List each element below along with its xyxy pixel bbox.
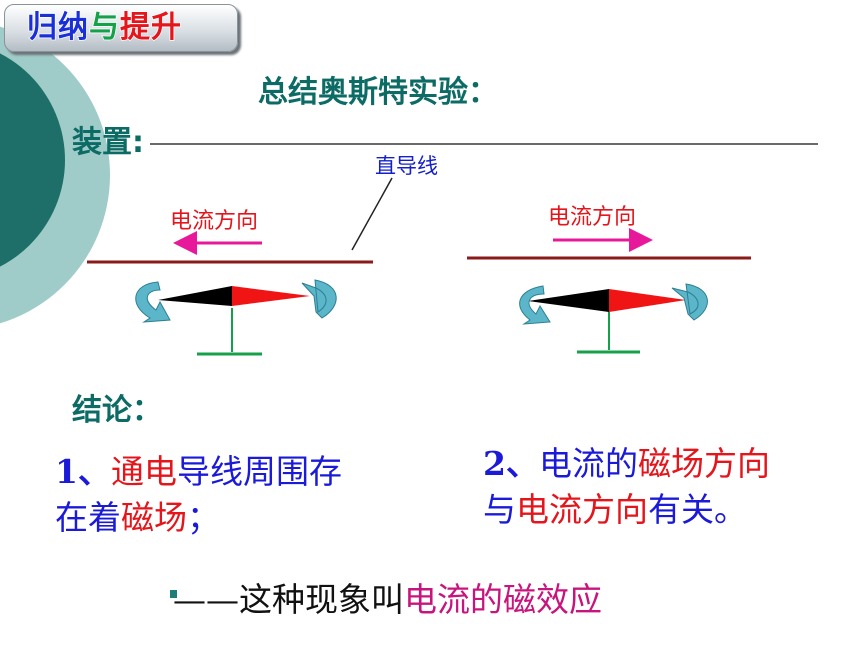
badge-text-part2: 与 — [88, 9, 120, 45]
rotation-arrow-icon — [519, 285, 551, 325]
conclusion-1-highlight-2: 磁场 — [121, 498, 187, 537]
badge-text: 归纳与提升 — [26, 7, 182, 49]
current-direction-label-right: 电流方向 — [548, 205, 637, 230]
device-label: 装置: — [72, 125, 144, 160]
conclusion-2-number: 2、 — [483, 444, 539, 483]
badge-text-part3: 提升 — [119, 9, 182, 45]
conclusion-1-line-2: 在着磁场； — [55, 495, 342, 541]
conclusion-1-text-2: 在着 — [55, 498, 121, 537]
slide-heading: 总结奥斯特实验： — [258, 75, 498, 110]
wire-label: 直导线 — [375, 154, 438, 178]
wire-pointer-line — [351, 177, 393, 251]
conclusion-1-line-1: 1、通电导线周围存 — [55, 449, 342, 495]
conclusion-label: 结论： — [72, 393, 162, 428]
conclusion-2-text-2: 与 — [483, 490, 516, 529]
rotation-arrow-icon — [301, 279, 337, 319]
summary-line: ——这种现象叫电流的磁效应 — [173, 573, 602, 621]
rotation-arrow-icon — [671, 283, 708, 321]
needle-north-half — [609, 289, 686, 312]
rotation-arrow-icon — [135, 281, 171, 323]
conclusion-2-highlight-2: 电流方向 — [516, 490, 648, 529]
conclusion-2-text-1: 电流的 — [538, 444, 638, 483]
current-direction-label-left: 电流方向 — [170, 209, 259, 234]
conclusion-1: 1、通电导线周围存 在着磁场； — [55, 449, 342, 541]
needle-north-half — [232, 286, 310, 306]
summary-highlight: 电流的磁效应 — [404, 580, 602, 619]
conclusion-2-line-2: 与电流方向有关。 — [483, 487, 770, 533]
needle-south-half — [528, 289, 609, 312]
conclusion-2-text-3: 有关。 — [648, 490, 747, 529]
compass-left — [135, 279, 337, 356]
needle-south-half — [158, 286, 232, 306]
conclusion-1-text-1: 导线周围存 — [176, 452, 342, 491]
conclusion-2: 2、电流的磁场方向 与电流方向有关。 — [483, 441, 770, 533]
bullet-marker — [170, 590, 177, 598]
conclusion-2-line-1: 2、电流的磁场方向 — [483, 441, 770, 487]
badge-text-part1: 归纳 — [26, 9, 89, 45]
compass-right — [519, 283, 708, 354]
title-badge: 归纳与提升 — [4, 4, 238, 52]
conclusion-1-end: ； — [187, 498, 220, 537]
conclusion-2-highlight-1: 磁场方向 — [637, 444, 770, 483]
conclusion-1-highlight-1: 通电 — [110, 452, 177, 491]
conclusion-1-number: 1、 — [55, 452, 111, 491]
summary-prefix: ——这种现象叫 — [173, 580, 404, 619]
